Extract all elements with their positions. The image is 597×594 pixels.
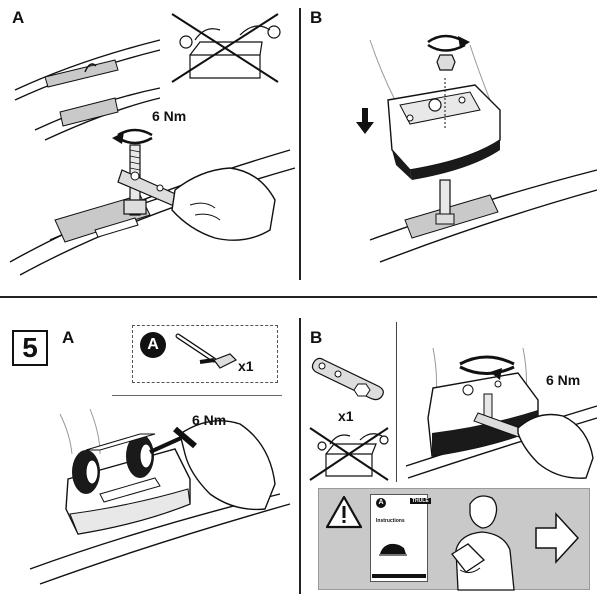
divider-vertical-bottom: [299, 318, 301, 594]
step5-a-illustration: [29, 408, 291, 585]
wrench-icon: [311, 357, 384, 401]
crossed-box-icon: [309, 427, 389, 481]
panel-letter-step5-b: B: [310, 328, 323, 347]
panel-letter-top-right: B: [310, 8, 323, 27]
separator-vertical-b: [396, 322, 397, 482]
booklet-title: Instructions: [376, 518, 405, 524]
booklet-car-icon: [379, 543, 407, 556]
tool-badge: A: [140, 332, 166, 358]
divider-vertical-top: [299, 8, 301, 280]
booklet-footer: [372, 574, 426, 578]
torque-label-top-left: 6 Nm: [152, 108, 187, 124]
wrench-quantity: x1: [338, 408, 354, 424]
step-number-box: 5: [12, 330, 48, 366]
warning-icon: [325, 495, 363, 529]
booklet-badge: A: [376, 498, 386, 508]
tool-quantity: x1: [238, 358, 254, 374]
separator-line: [112, 395, 282, 396]
tool-callout-box: [132, 325, 278, 383]
torque-label-step5-b: 6 Nm: [546, 372, 581, 388]
top-right-illustration: [356, 34, 597, 263]
instruction-booklet: [370, 494, 428, 582]
torque-label-step5-a: 6 Nm: [192, 412, 227, 428]
top-left-illustration: [9, 13, 296, 276]
step5-b-illustration: [405, 347, 597, 479]
next-arrow-icon: [535, 512, 580, 564]
divider-horizontal: [0, 296, 597, 298]
panel-letter-top-left: A: [12, 8, 25, 27]
allen-key-icon: [175, 333, 238, 369]
person-reading-icon: [451, 495, 515, 591]
panel-letter-step5-a: A: [62, 328, 75, 347]
booklet-brand: THULE: [410, 498, 431, 504]
